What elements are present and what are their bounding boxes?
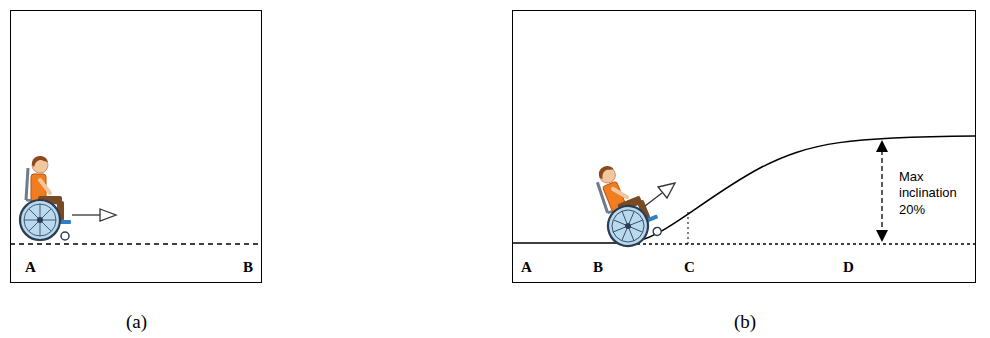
height-double-arrow <box>876 140 888 242</box>
point-label: A <box>25 259 36 276</box>
point-label: C <box>684 259 695 276</box>
direction-arrow <box>645 183 675 206</box>
figure-panel: ABCDMax inclination 20%(b) <box>512 10 976 283</box>
point-label: B <box>243 259 253 276</box>
panel-caption: (b) <box>734 311 756 333</box>
panel-caption: (a) <box>126 311 147 333</box>
wheelchair-user <box>585 155 664 252</box>
wheelchair-user <box>20 156 71 240</box>
point-label: D <box>843 259 854 276</box>
inclination-note: Max inclination 20% <box>899 169 971 218</box>
slope-start-marker <box>688 212 689 244</box>
direction-arrow <box>72 209 116 221</box>
ground-line <box>10 243 262 244</box>
figure-panel: AB(a) <box>10 10 262 283</box>
ramp-profile <box>513 136 975 243</box>
baseline <box>625 243 976 244</box>
point-label: B <box>593 259 603 276</box>
point-label: A <box>521 259 532 276</box>
